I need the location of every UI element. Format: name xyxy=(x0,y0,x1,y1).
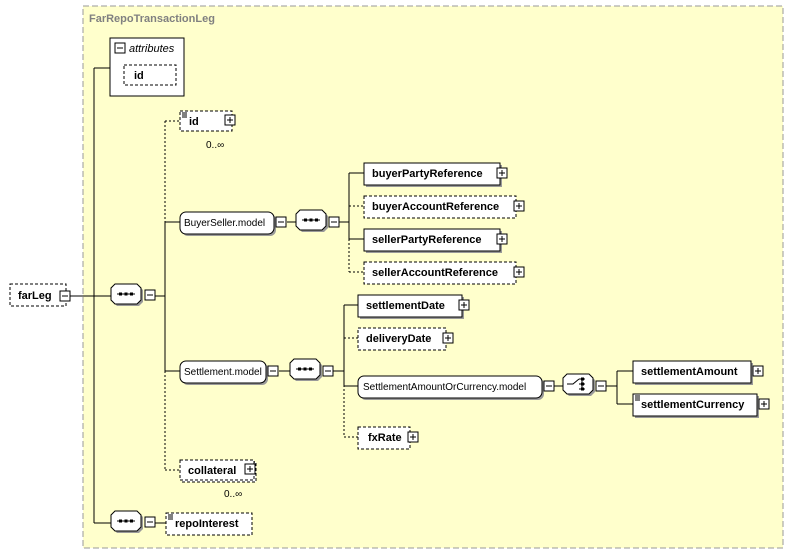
collapse-icon[interactable] xyxy=(275,216,287,228)
element-buyer-account-reference[interactable]: buyerAccountReference xyxy=(363,195,525,219)
group-buyer-seller-model[interactable]: BuyerSeller.model xyxy=(179,211,287,236)
svg-text:BuyerSeller.model: BuyerSeller.model xyxy=(184,218,265,229)
svg-text:fxRate: fxRate xyxy=(368,432,402,444)
collapse-icon[interactable] xyxy=(267,365,279,377)
svg-text:settlementAmount: settlementAmount xyxy=(641,366,738,378)
element-collateral[interactable]: collateral 0..∞ xyxy=(179,459,257,500)
svg-text:settlementCurrency: settlementCurrency xyxy=(641,399,745,411)
svg-text:attributes: attributes xyxy=(129,43,175,55)
svg-text:buyerAccountReference: buyerAccountReference xyxy=(372,201,499,213)
element-repo-interest[interactable]: repoInterest xyxy=(165,512,253,536)
svg-text:SettlementAmountOrCurrency.mod: SettlementAmountOrCurrency.model xyxy=(363,382,526,393)
expand-icon[interactable] xyxy=(758,398,770,410)
element-seller-account-reference[interactable]: sellerAccountReference xyxy=(363,261,525,285)
element-farLeg[interactable]: farLeg xyxy=(9,283,71,307)
svg-text:sellerAccountReference: sellerAccountReference xyxy=(372,267,498,279)
collapse-icon[interactable] xyxy=(114,42,126,54)
expand-icon[interactable] xyxy=(458,299,470,311)
expand-icon[interactable] xyxy=(513,200,525,212)
element-fx-rate[interactable]: fxRate xyxy=(357,426,419,450)
expand-icon[interactable] xyxy=(752,365,764,377)
element-buyer-party-reference[interactable]: buyerPartyReference xyxy=(363,162,508,187)
expand-icon[interactable] xyxy=(407,431,419,443)
svg-text:farLeg: farLeg xyxy=(18,290,52,302)
svg-text:repoInterest: repoInterest xyxy=(175,518,239,530)
attributes-group: attributes id xyxy=(109,37,185,97)
svg-text:0..∞: 0..∞ xyxy=(224,489,242,500)
expand-icon[interactable] xyxy=(224,114,236,126)
expand-icon[interactable] xyxy=(513,266,525,278)
svg-text:Settlement.model: Settlement.model xyxy=(184,367,262,378)
element-settlement-amount[interactable]: settlementAmount xyxy=(632,360,764,385)
expand-icon[interactable] xyxy=(442,332,454,344)
group-settlement-model[interactable]: Settlement.model xyxy=(179,360,279,385)
collapse-icon[interactable] xyxy=(144,516,156,528)
type-title: FarRepoTransactionLeg xyxy=(89,13,215,25)
sequence-compositor-main xyxy=(110,283,156,306)
svg-text:0..∞: 0..∞ xyxy=(206,140,224,151)
collapse-icon[interactable] xyxy=(328,216,340,228)
svg-text:sellerPartyReference: sellerPartyReference xyxy=(372,234,481,246)
element-id[interactable]: id 0..∞ xyxy=(179,110,236,151)
attribute-id[interactable]: id xyxy=(123,64,177,86)
element-settlement-currency[interactable]: settlementCurrency xyxy=(632,393,770,418)
element-seller-party-reference[interactable]: sellerPartyReference xyxy=(363,228,508,253)
group-settlement-amount-or-currency-model[interactable]: SettlementAmountOrCurrency.model xyxy=(357,375,555,400)
expand-icon[interactable] xyxy=(244,463,256,475)
collapse-icon[interactable] xyxy=(59,290,71,302)
collapse-icon[interactable] xyxy=(595,380,607,392)
sequence-compositor-buyer-seller xyxy=(295,209,340,232)
collapse-icon[interactable] xyxy=(144,289,156,301)
svg-text:buyerPartyReference: buyerPartyReference xyxy=(372,168,483,180)
sequence-compositor-settlement xyxy=(289,358,334,381)
element-delivery-date[interactable]: deliveryDate xyxy=(357,327,454,351)
expand-icon[interactable] xyxy=(496,167,508,179)
choice-compositor xyxy=(562,373,607,396)
svg-text:collateral: collateral xyxy=(188,465,236,477)
svg-text:settlementDate: settlementDate xyxy=(366,300,445,312)
collapse-icon[interactable] xyxy=(322,365,334,377)
collapse-icon[interactable] xyxy=(543,380,555,392)
sequence-compositor-repo xyxy=(110,510,156,533)
svg-text:id: id xyxy=(134,70,144,82)
element-settlement-date[interactable]: settlementDate xyxy=(357,294,470,319)
svg-text:deliveryDate: deliveryDate xyxy=(366,333,431,345)
svg-text:id: id xyxy=(189,116,199,128)
expand-icon[interactable] xyxy=(496,233,508,245)
